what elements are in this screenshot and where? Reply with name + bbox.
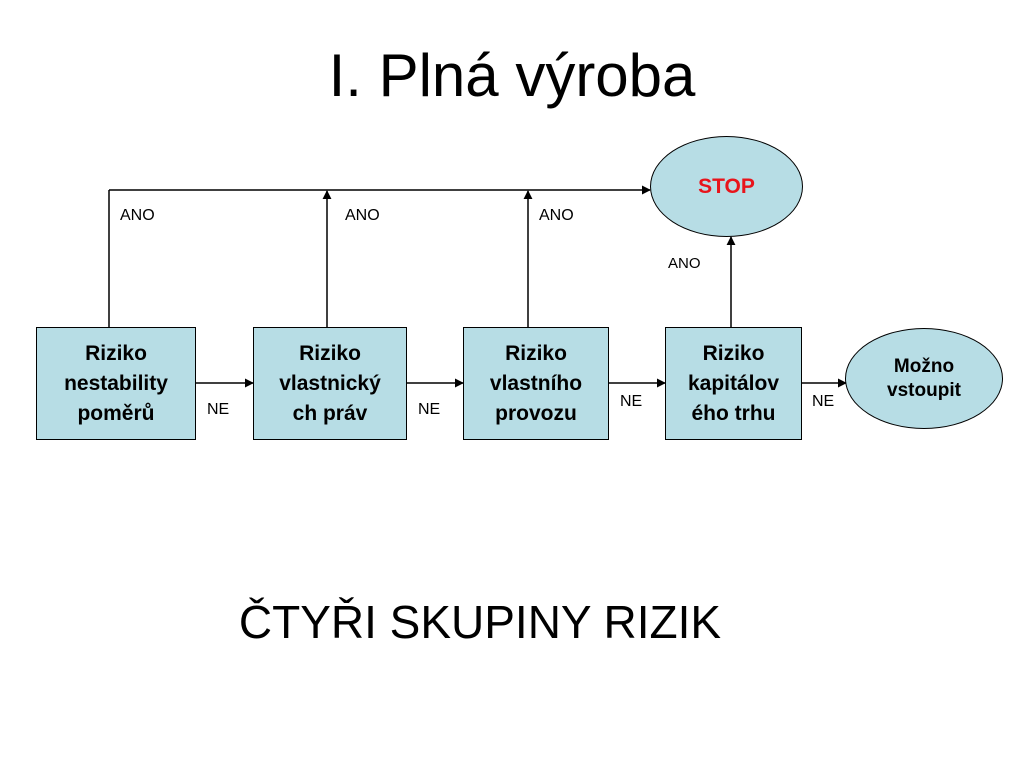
risk-box-instability: Riziko nestability poměrů bbox=[36, 327, 196, 440]
no-label-4: NE bbox=[812, 393, 835, 410]
no-label-1: NE bbox=[207, 401, 230, 418]
enter-ellipse: Možno vstoupit bbox=[845, 328, 1003, 429]
stop-ellipse: STOP bbox=[650, 136, 803, 237]
no-label-3: NE bbox=[620, 393, 643, 410]
risk-box-capital-market: Riziko kapitálov ého trhu bbox=[665, 327, 802, 440]
subtitle: ČTYŘI SKUPINY RIZIK bbox=[238, 596, 722, 648]
risk-box-property-rights: Riziko vlastnický ch práv bbox=[253, 327, 407, 440]
yes-label-4: ANO bbox=[668, 255, 701, 272]
stop-label: STOP bbox=[698, 174, 755, 198]
yes-label-2: ANO bbox=[345, 207, 380, 224]
page-title: I. Plná výroba bbox=[328, 42, 696, 109]
yes-label-3: ANO bbox=[539, 207, 574, 224]
no-label-2: NE bbox=[418, 401, 441, 418]
yes-label-1: ANO bbox=[120, 207, 155, 224]
risk-box-operations: Riziko vlastního provozu bbox=[463, 327, 609, 440]
enter-label: Možno vstoupit bbox=[887, 355, 961, 401]
